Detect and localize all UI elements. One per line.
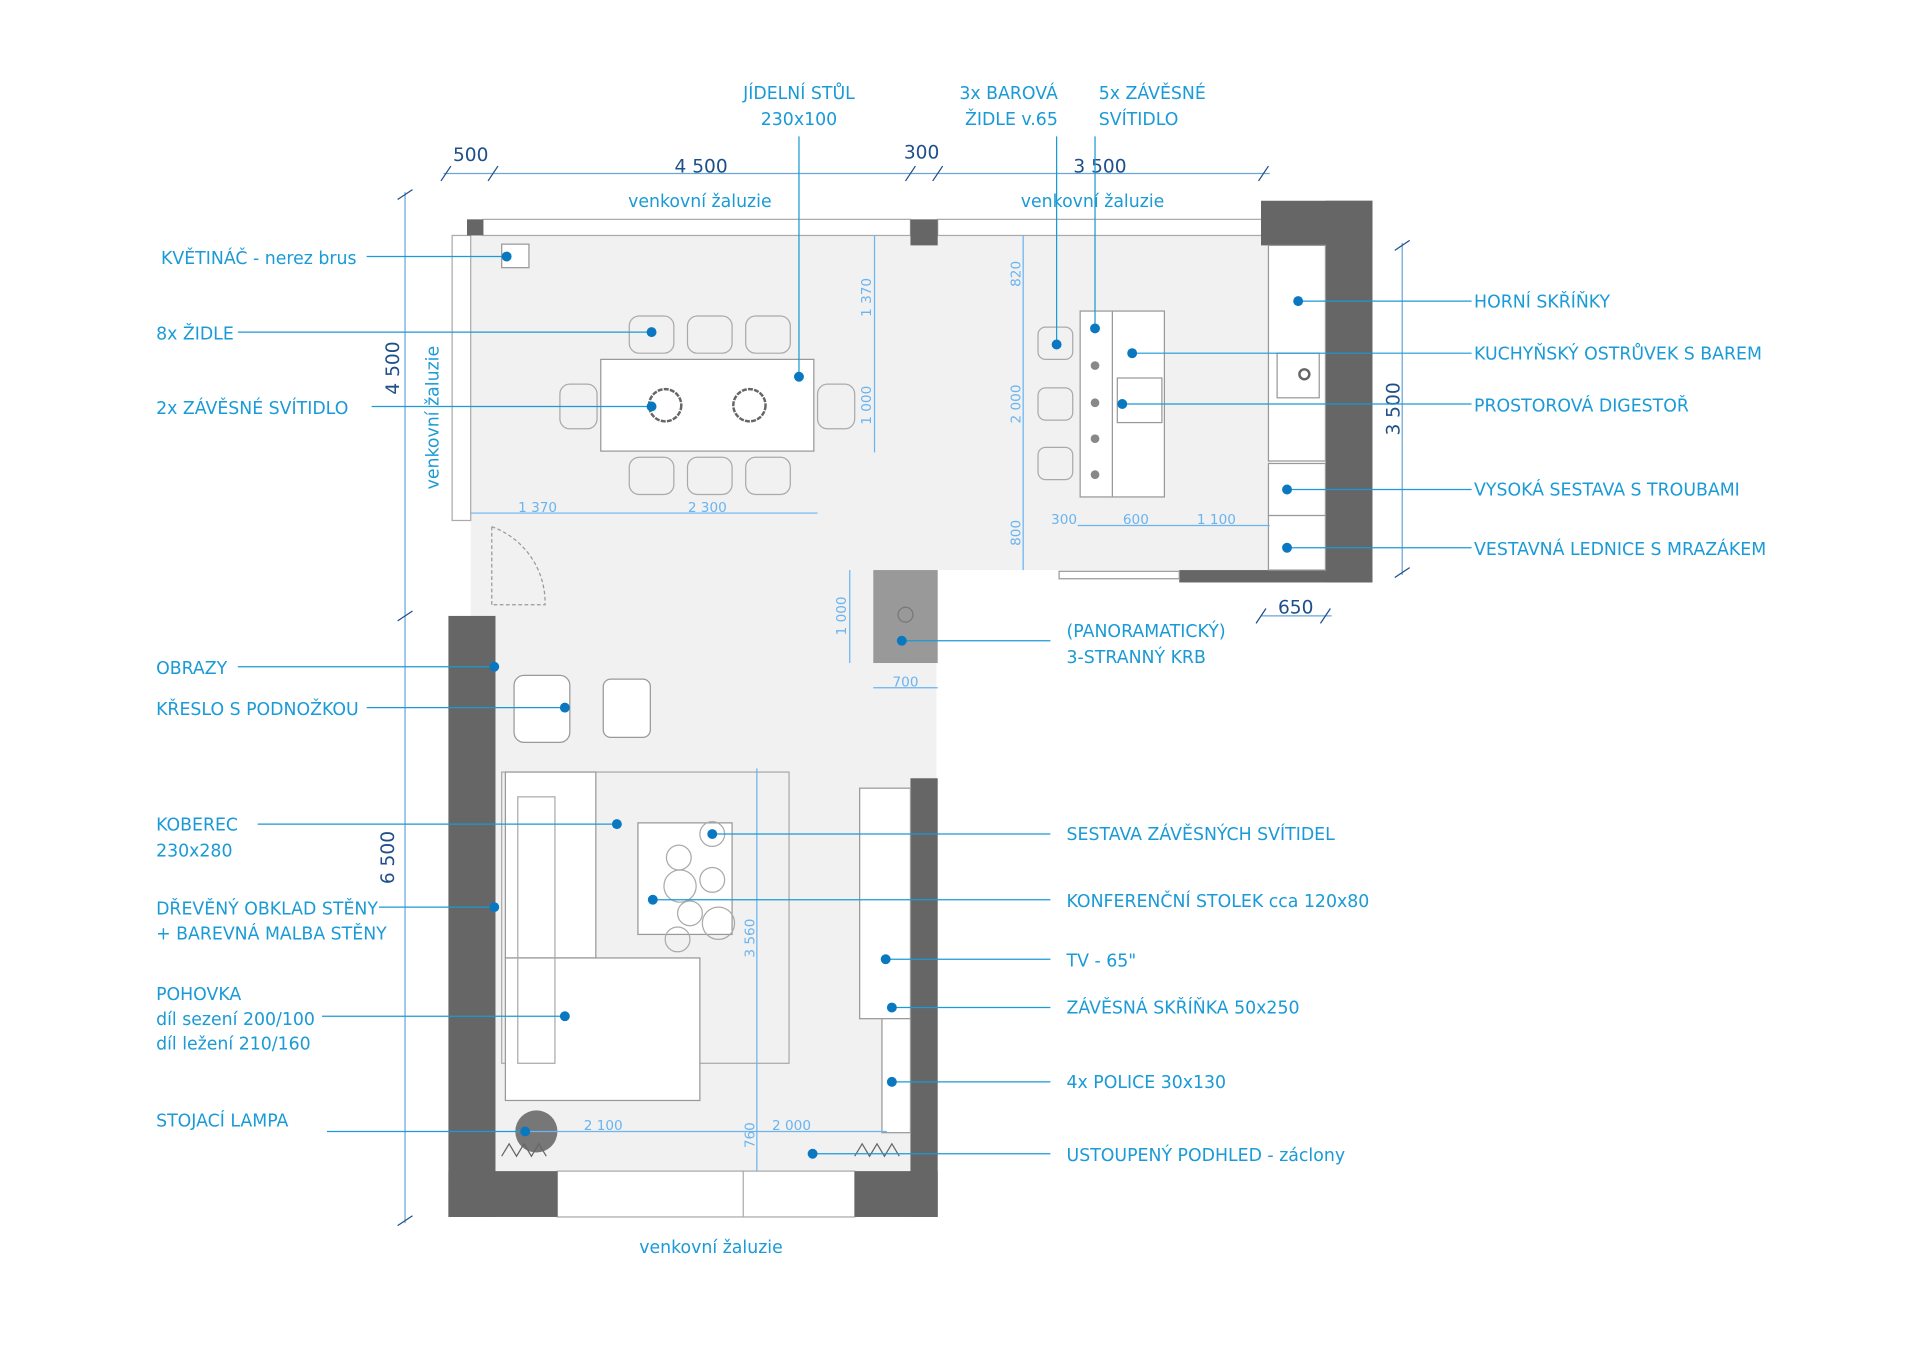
dim-top-4500: 4 500 xyxy=(675,156,728,177)
label-oven-unit: VYSOKÁ SESTAVA S TROUBAMI xyxy=(1474,479,1740,501)
dim-left-6500: 6 500 xyxy=(378,831,399,884)
dim-living-2100: 2 100 xyxy=(584,1118,623,1134)
label-upper-cabinets: HORNÍ SKŘÍŇKY xyxy=(1474,290,1610,312)
dim-top-3500: 3 500 xyxy=(1073,156,1126,177)
dim-right-3500: 3 500 xyxy=(1384,382,1405,435)
label-chairs: 8x ŽIDLE xyxy=(156,323,234,345)
label-planter: KVĚTINÁČ - nerez brus xyxy=(161,247,356,269)
dining-furniture xyxy=(501,243,856,496)
label-pendant-set: SESTAVA ZÁVĚSNÝCH SVÍTIDEL xyxy=(1067,823,1336,845)
dim-fireplace-700: 700 xyxy=(893,675,919,691)
label-shelves: 4x POLICE 30x130 xyxy=(1067,1073,1227,1093)
blinds-label-left: venkovní žaluzie xyxy=(424,346,444,490)
blinds-label-top-left: venkovní žaluzie xyxy=(628,192,772,212)
label-hood: PROSTOROVÁ DIGESTOŘ xyxy=(1474,394,1689,416)
label-floor-lamp: STOJACÍ LAMPA xyxy=(156,1109,288,1131)
right-callouts: HORNÍ SKŘÍŇKY KUCHYŇSKÝ OSTRŮVEK S BAREM… xyxy=(647,290,1766,1166)
label-tv: TV - 65" xyxy=(1066,952,1137,972)
dim-left-4500: 4 500 xyxy=(383,341,404,394)
dim-kitchen-800: 800 xyxy=(1009,520,1025,546)
dim-kitchen-820: 820 xyxy=(1009,261,1025,287)
dim-kitchen-600: 600 xyxy=(1123,512,1149,528)
label-kitchen-island: KUCHYŇSKÝ OSTRŮVEK S BAREM xyxy=(1474,342,1762,364)
label-wall-cladding: DŘEVĚNÝ OBKLAD STĚNY+ BAREVNÁ MALBA STĚN… xyxy=(156,898,387,945)
dim-dining-1370-v: 1 370 xyxy=(859,278,875,317)
label-wall-cabinet: ZÁVĚSNÁ SKŘÍŇKA 50x250 xyxy=(1067,997,1300,1019)
label-armchair: KŘESLO S PODNOŽKOU xyxy=(156,698,359,720)
dim-top-300: 300 xyxy=(904,143,939,164)
interior-dimension-lines xyxy=(470,235,1270,1172)
living-furniture xyxy=(501,674,912,1158)
dim-kitchen-300: 300 xyxy=(1051,512,1077,528)
walls xyxy=(448,200,1373,1217)
dim-kitchen-1100: 1 100 xyxy=(1197,512,1236,528)
dim-living-3560: 3 560 xyxy=(742,919,758,958)
dim-dining-1000-v: 1 000 xyxy=(859,386,875,425)
label-fireplace: (PANORAMATICKÝ)3-STRANNÝ KRB xyxy=(1067,620,1226,668)
fireplace xyxy=(873,570,938,664)
blinds-label-top-right: venkovní žaluzie xyxy=(1021,192,1165,212)
label-pendant-lights-2: 2x ZÁVĚSNÉ SVÍTIDLO xyxy=(156,397,348,419)
blinds-label-bottom: venkovní žaluzie xyxy=(639,1238,783,1258)
fireplace-symbol-icon xyxy=(897,606,914,623)
dim-living-760: 760 xyxy=(742,1122,758,1148)
label-ceiling-recess: USTOUPENÝ PODHLED - záclony xyxy=(1067,1144,1346,1166)
dim-top-500: 500 xyxy=(453,145,488,166)
label-fridge: VESTAVNÁ LEDNICE S MRAZÁKEM xyxy=(1474,538,1766,560)
dim-650: 650 xyxy=(1278,597,1313,618)
dim-dining-1370-h: 1 370 xyxy=(518,500,557,516)
left-callouts: KVĚTINÁČ - nerez brus 8x ŽIDLE 2x ZÁVĚSN… xyxy=(156,247,657,1137)
dim-kitchen-2000: 2 000 xyxy=(1009,385,1025,424)
label-paintings: OBRAZY xyxy=(156,659,228,679)
label-coffee-table: KONFERENČNÍ STOLEK cca 120x80 xyxy=(1067,890,1370,912)
dim-dining-2300-h: 2 300 xyxy=(688,500,727,516)
door-swing xyxy=(491,526,546,608)
dim-fireplace-1000: 1 000 xyxy=(834,596,850,635)
dim-living-2000: 2 000 xyxy=(772,1118,811,1134)
